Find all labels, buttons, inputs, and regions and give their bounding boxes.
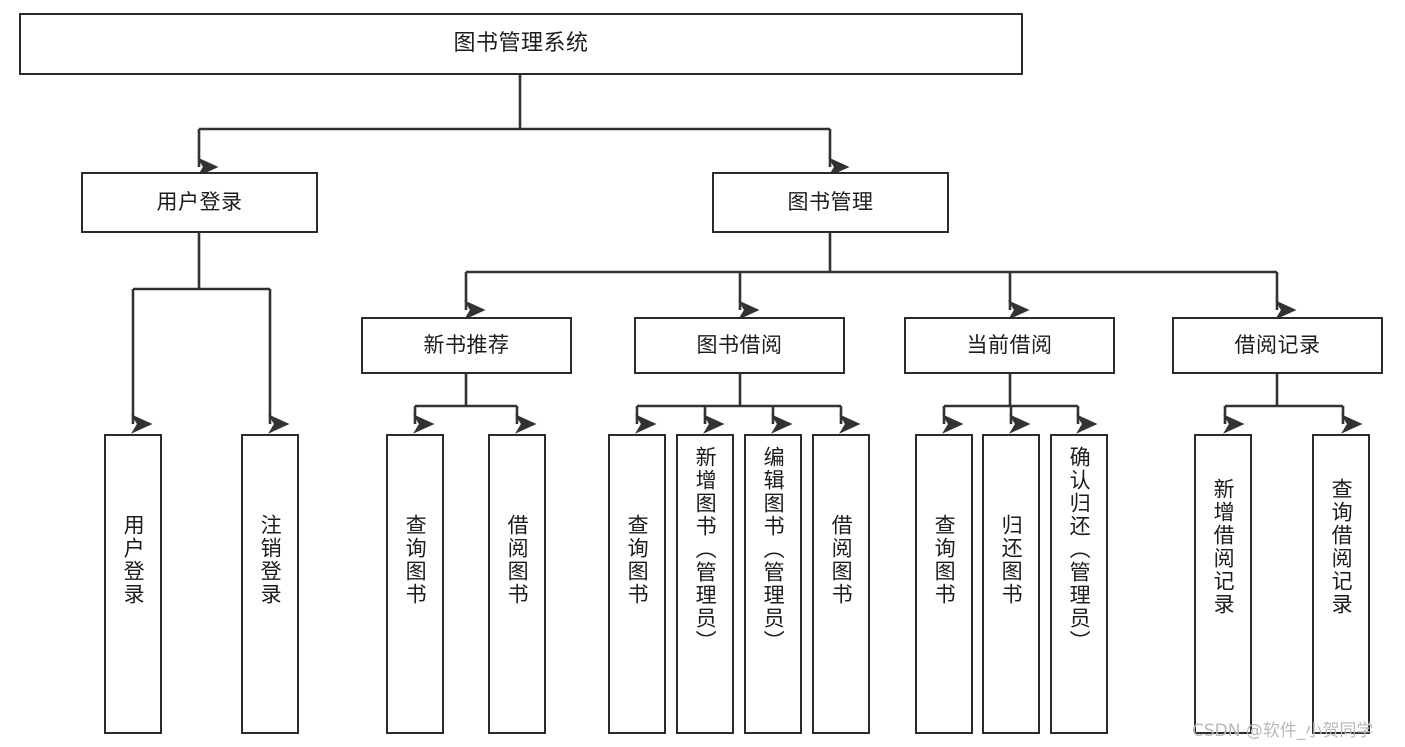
node-root-system[interactable]: 图书管理系统 [19, 13, 1023, 75]
leaf-borrow-book-2[interactable]: 借阅图书 [812, 434, 870, 734]
node-label: 用户登录 [121, 514, 146, 606]
node-label: 编辑图书（管理员） [761, 446, 786, 653]
node-label: 查询借阅记录 [1329, 478, 1354, 616]
leaf-user-login[interactable]: 用户登录 [104, 434, 162, 734]
node-book-manage[interactable]: 图书管理 [712, 172, 949, 233]
leaf-query-record[interactable]: 查询借阅记录 [1312, 434, 1370, 734]
node-label: 借阅图书 [829, 514, 854, 606]
node-label: 归还图书 [999, 514, 1024, 606]
node-label: 确认归还（管理员） [1067, 446, 1092, 653]
node-label: 图书管理系统 [453, 30, 589, 56]
node-current-borrow[interactable]: 当前借阅 [904, 317, 1115, 374]
leaf-borrow-book-1[interactable]: 借阅图书 [488, 434, 546, 734]
node-label: 新书推荐 [423, 332, 510, 357]
node-label: 用户登录 [156, 189, 243, 214]
leaf-query-book-1[interactable]: 查询图书 [386, 434, 444, 734]
leaf-return-book[interactable]: 归还图书 [982, 434, 1040, 734]
node-borrow-record[interactable]: 借阅记录 [1172, 317, 1383, 374]
node-label: 新增图书（管理员） [693, 446, 718, 653]
node-label: 新增借阅记录 [1211, 478, 1236, 616]
node-label: 图书管理 [787, 189, 874, 214]
watermark-text: CSDN @软件_小贺同学 [1192, 721, 1374, 741]
node-label: 借阅记录 [1234, 332, 1321, 357]
leaf-logout-login[interactable]: 注销登录 [241, 434, 299, 734]
node-label: 当前借阅 [966, 332, 1053, 357]
node-label: 借阅图书 [505, 514, 530, 606]
leaf-confirm-return[interactable]: 确认归还（管理员） [1050, 434, 1108, 734]
leaf-add-record[interactable]: 新增借阅记录 [1194, 434, 1252, 734]
node-label: 注销登录 [258, 514, 283, 606]
node-label: 查询图书 [403, 514, 428, 606]
node-user-login[interactable]: 用户登录 [81, 172, 318, 233]
node-label: 图书借阅 [696, 332, 783, 357]
leaf-query-book-2[interactable]: 查询图书 [608, 434, 666, 734]
leaf-query-book-3[interactable]: 查询图书 [915, 434, 973, 734]
leaf-add-book[interactable]: 新增图书（管理员） [676, 434, 734, 734]
node-new-book-recommend[interactable]: 新书推荐 [361, 317, 572, 374]
node-label: 查询图书 [932, 514, 957, 606]
node-book-borrow[interactable]: 图书借阅 [634, 317, 845, 374]
leaf-edit-book[interactable]: 编辑图书（管理员） [744, 434, 802, 734]
node-label: 查询图书 [625, 514, 650, 606]
